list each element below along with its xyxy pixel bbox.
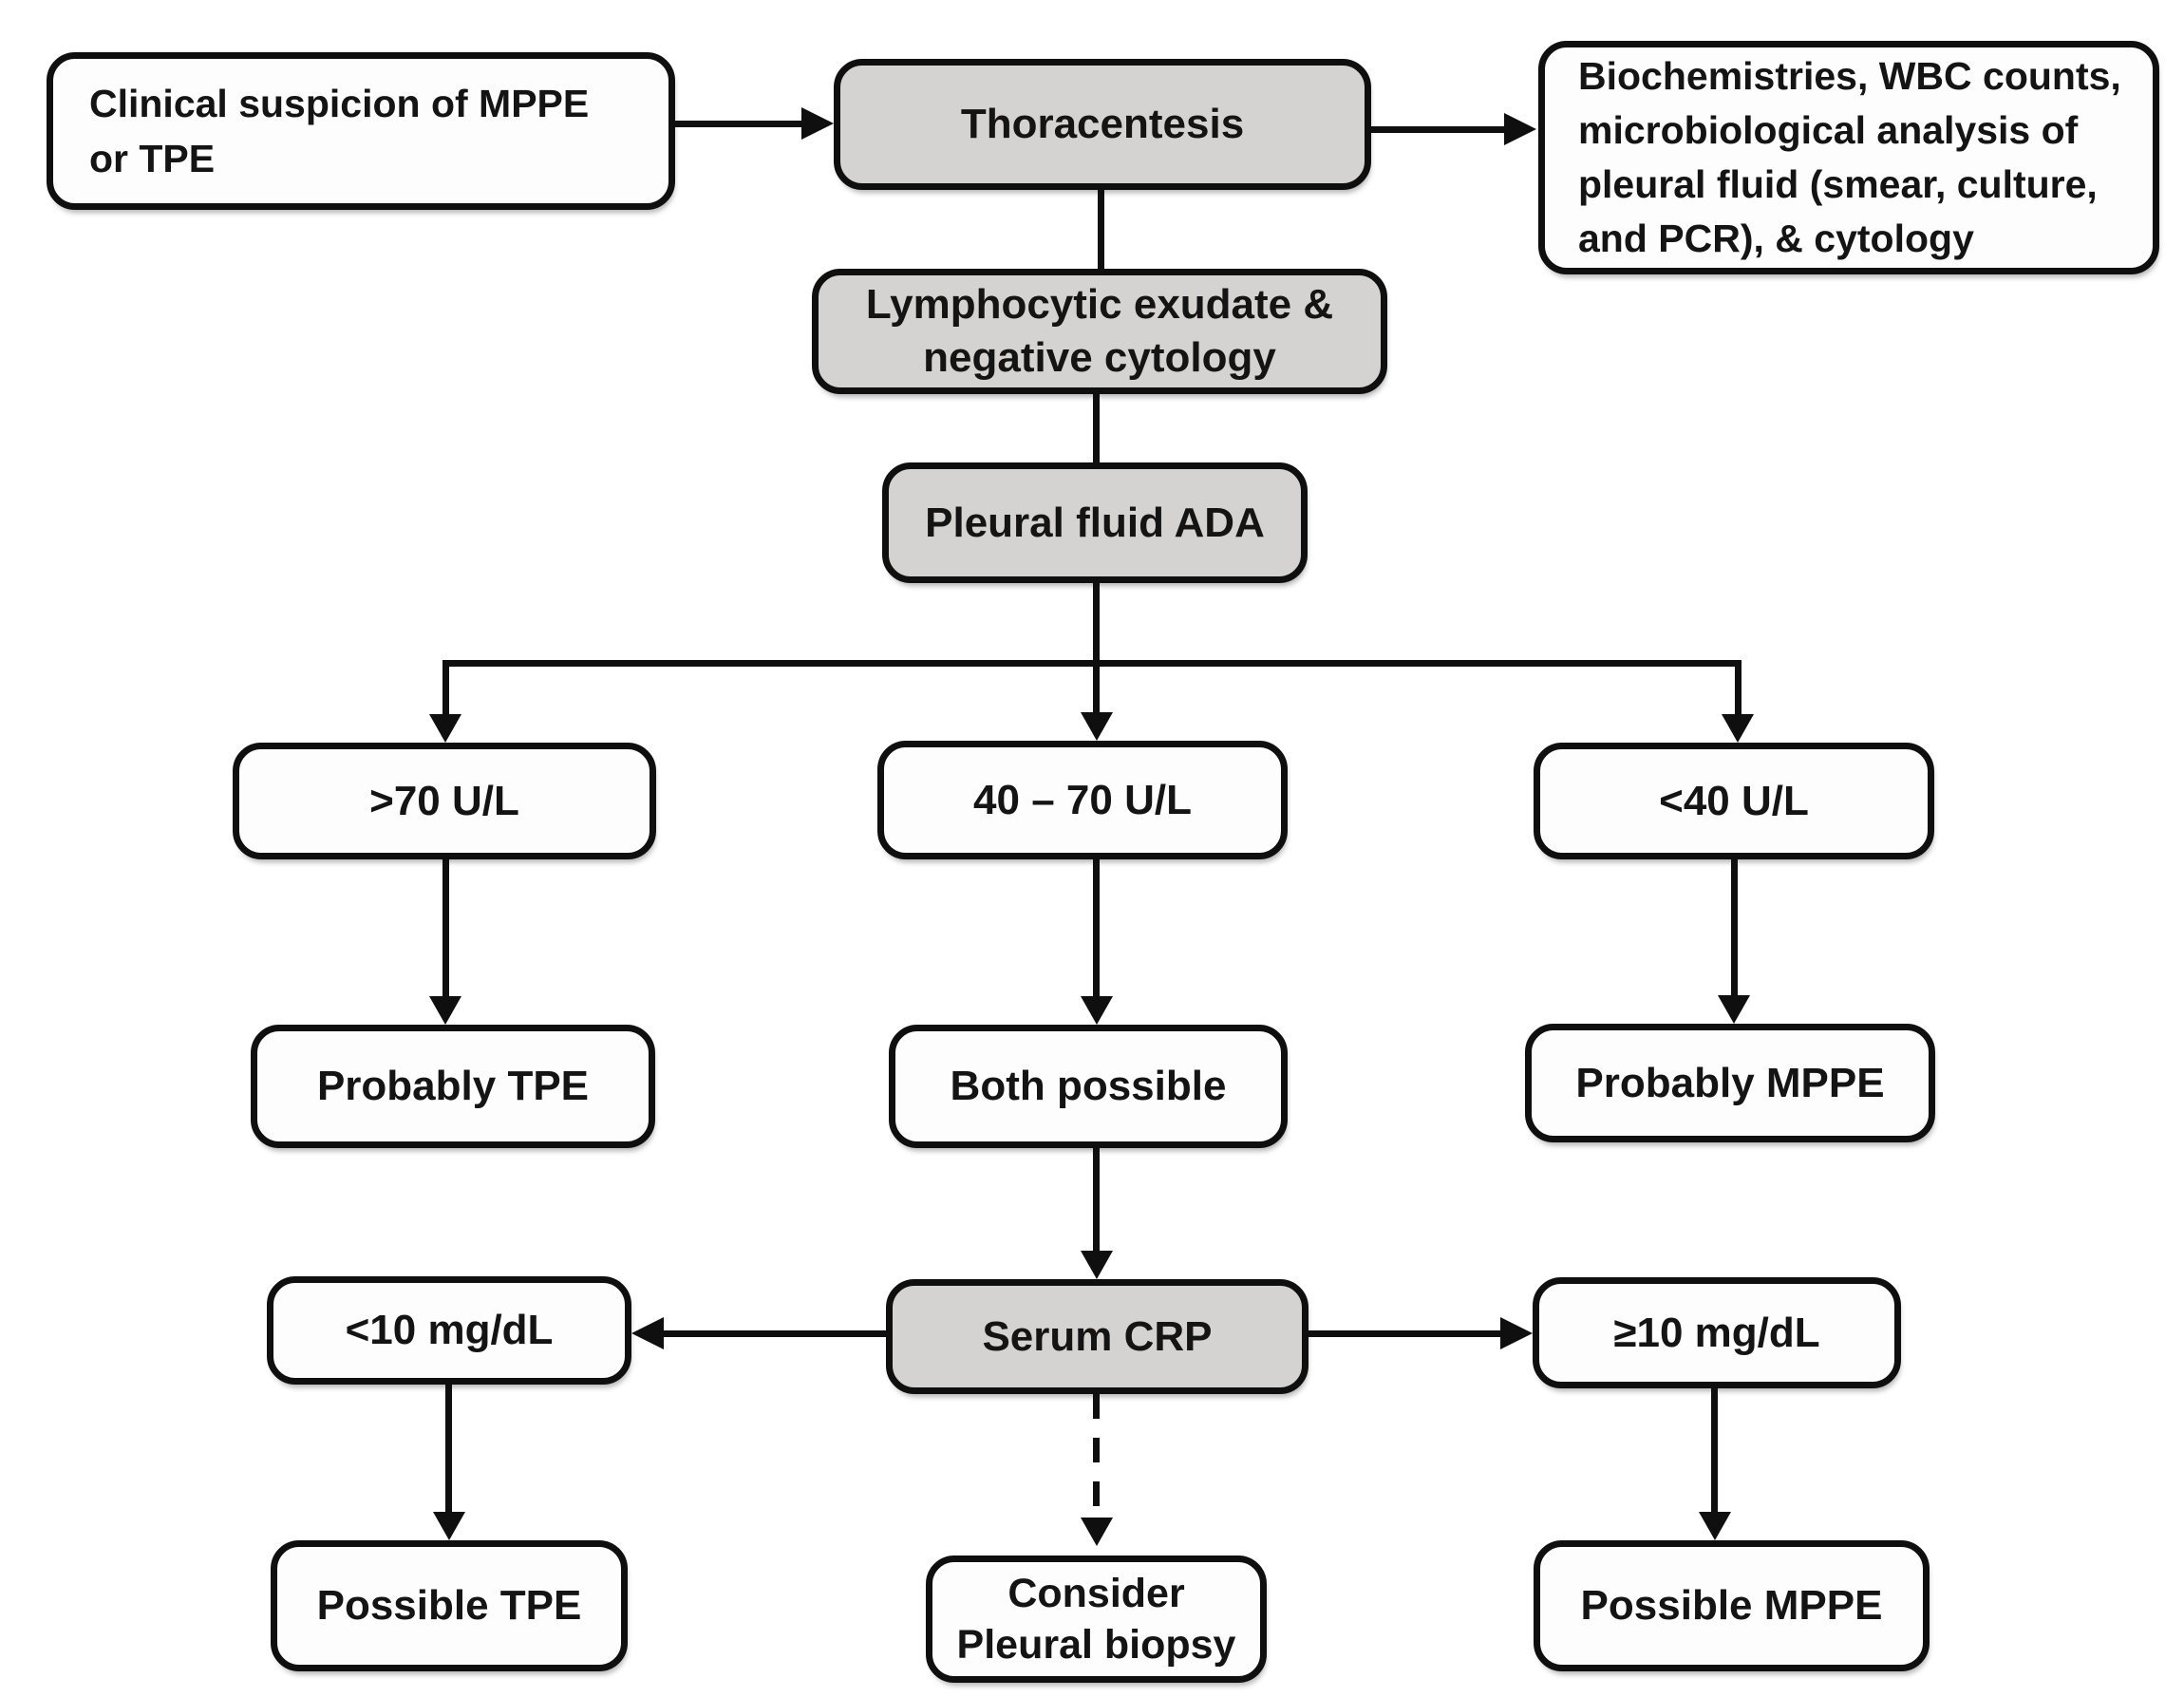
node-probably-mppe: Probably MPPE [1525, 1024, 1935, 1142]
node-serum-crp: Serum CRP [886, 1279, 1309, 1394]
node-both-possible-label: Both possible [950, 1063, 1227, 1109]
node-ada-over-70: >70 U/L [233, 743, 656, 859]
arrow-down-icon [1081, 996, 1113, 1025]
edge-serumcrp-crplow-line [664, 1330, 886, 1337]
arrow-down-icon [433, 1512, 465, 1540]
node-pleural-fluid-ada: Pleural fluid ADA [882, 462, 1308, 583]
node-lab-analysis-label: Biochemistries, WBC counts, microbiologi… [1578, 54, 2121, 260]
arrow-right-icon [1504, 113, 1536, 145]
edge-thoracentesis-labs-line [1371, 126, 1506, 133]
node-crp-under-10-label: <10 mg/dL [345, 1307, 554, 1353]
edge-adamid-bothpossible-line [1093, 859, 1100, 996]
arrow-down-icon [429, 714, 461, 743]
node-consider-pleural-biopsy-label: Consider Pleural biopsy [956, 1571, 1236, 1668]
node-clinical-suspicion-label: Clinical suspicion of MPPE or TPE [89, 82, 590, 180]
node-ada-under-40: <40 U/L [1534, 743, 1934, 859]
node-probably-tpe-label: Probably TPE [316, 1063, 590, 1109]
node-lymphocytic-exudate: Lymphocytic exudate & negative cytology [812, 269, 1387, 394]
node-serum-crp-label: Serum CRP [982, 1312, 1213, 1360]
node-clinical-suspicion: Clinical suspicion of MPPE or TPE [47, 52, 675, 210]
node-thoracentesis: Thoracentesis [834, 59, 1371, 190]
arrow-down-icon [1081, 1518, 1113, 1546]
node-crp-under-10: <10 mg/dL [267, 1276, 631, 1385]
edge-adahigh-probablytpe-line [442, 859, 449, 996]
edge-bothpossible-serumcrp-line [1093, 1148, 1100, 1251]
node-crp-over-10: ≥10 mg/dL [1533, 1277, 1901, 1388]
node-lab-analysis: Biochemistries, WBC counts, microbiologi… [1538, 41, 2159, 274]
edge-clinical-thoracentesis-line [675, 121, 803, 127]
edge-ada-low-line [1735, 660, 1742, 714]
node-consider-pleural-biopsy: Consider Pleural biopsy [926, 1556, 1267, 1683]
node-probably-tpe: Probably TPE [251, 1025, 655, 1148]
node-ada-40-70: 40 – 70 U/L [877, 741, 1288, 859]
arrow-down-icon [1081, 712, 1113, 741]
node-pleural-fluid-ada-label: Pleural fluid ADA [925, 499, 1265, 546]
node-ada-40-70-label: 40 – 70 U/L [973, 776, 1192, 823]
node-ada-under-40-label: <40 U/L [1659, 777, 1809, 824]
node-ada-over-70-label: >70 U/L [369, 777, 519, 824]
edge-ada-high-line [442, 660, 449, 714]
arrow-down-icon [1722, 714, 1754, 743]
edge-crplow-possibletpe-line [445, 1385, 452, 1512]
ada-branch-distributor-line [446, 660, 1742, 667]
node-crp-over-10-label: ≥10 mg/dL [1613, 1309, 1820, 1356]
node-probably-mppe-label: Probably MPPE [1575, 1059, 1885, 1106]
arrow-right-icon [801, 107, 834, 140]
node-possible-mppe: Possible MPPE [1534, 1540, 1930, 1671]
node-possible-tpe: Possible TPE [271, 1540, 628, 1671]
node-both-possible: Both possible [889, 1025, 1288, 1148]
node-lymphocytic-exudate-label: Lymphocytic exudate & negative cytology [865, 281, 1334, 381]
edge-ada-mid-line [1093, 583, 1100, 712]
arrow-right-icon [1500, 1317, 1533, 1349]
node-thoracentesis-label: Thoracentesis [960, 101, 1245, 147]
edge-adalow-probablymppe-line [1731, 859, 1738, 995]
arrow-down-icon [1699, 1512, 1731, 1540]
arrow-down-icon [1718, 995, 1750, 1024]
edge-thoracentesis-lymphocytic-line [1098, 190, 1104, 269]
arrow-left-icon [631, 1317, 664, 1349]
edge-serumcrp-consider-dashed-line [1093, 1394, 1100, 1518]
edge-serumcrp-crphigh-line [1309, 1330, 1500, 1337]
edge-lymphocytic-ada-line [1093, 394, 1100, 462]
arrow-down-icon [429, 996, 461, 1025]
edge-crphigh-possiblemppe-line [1711, 1388, 1718, 1512]
node-possible-mppe-label: Possible MPPE [1580, 1582, 1883, 1629]
node-possible-tpe-label: Possible TPE [316, 1582, 582, 1629]
arrow-down-icon [1081, 1251, 1113, 1279]
